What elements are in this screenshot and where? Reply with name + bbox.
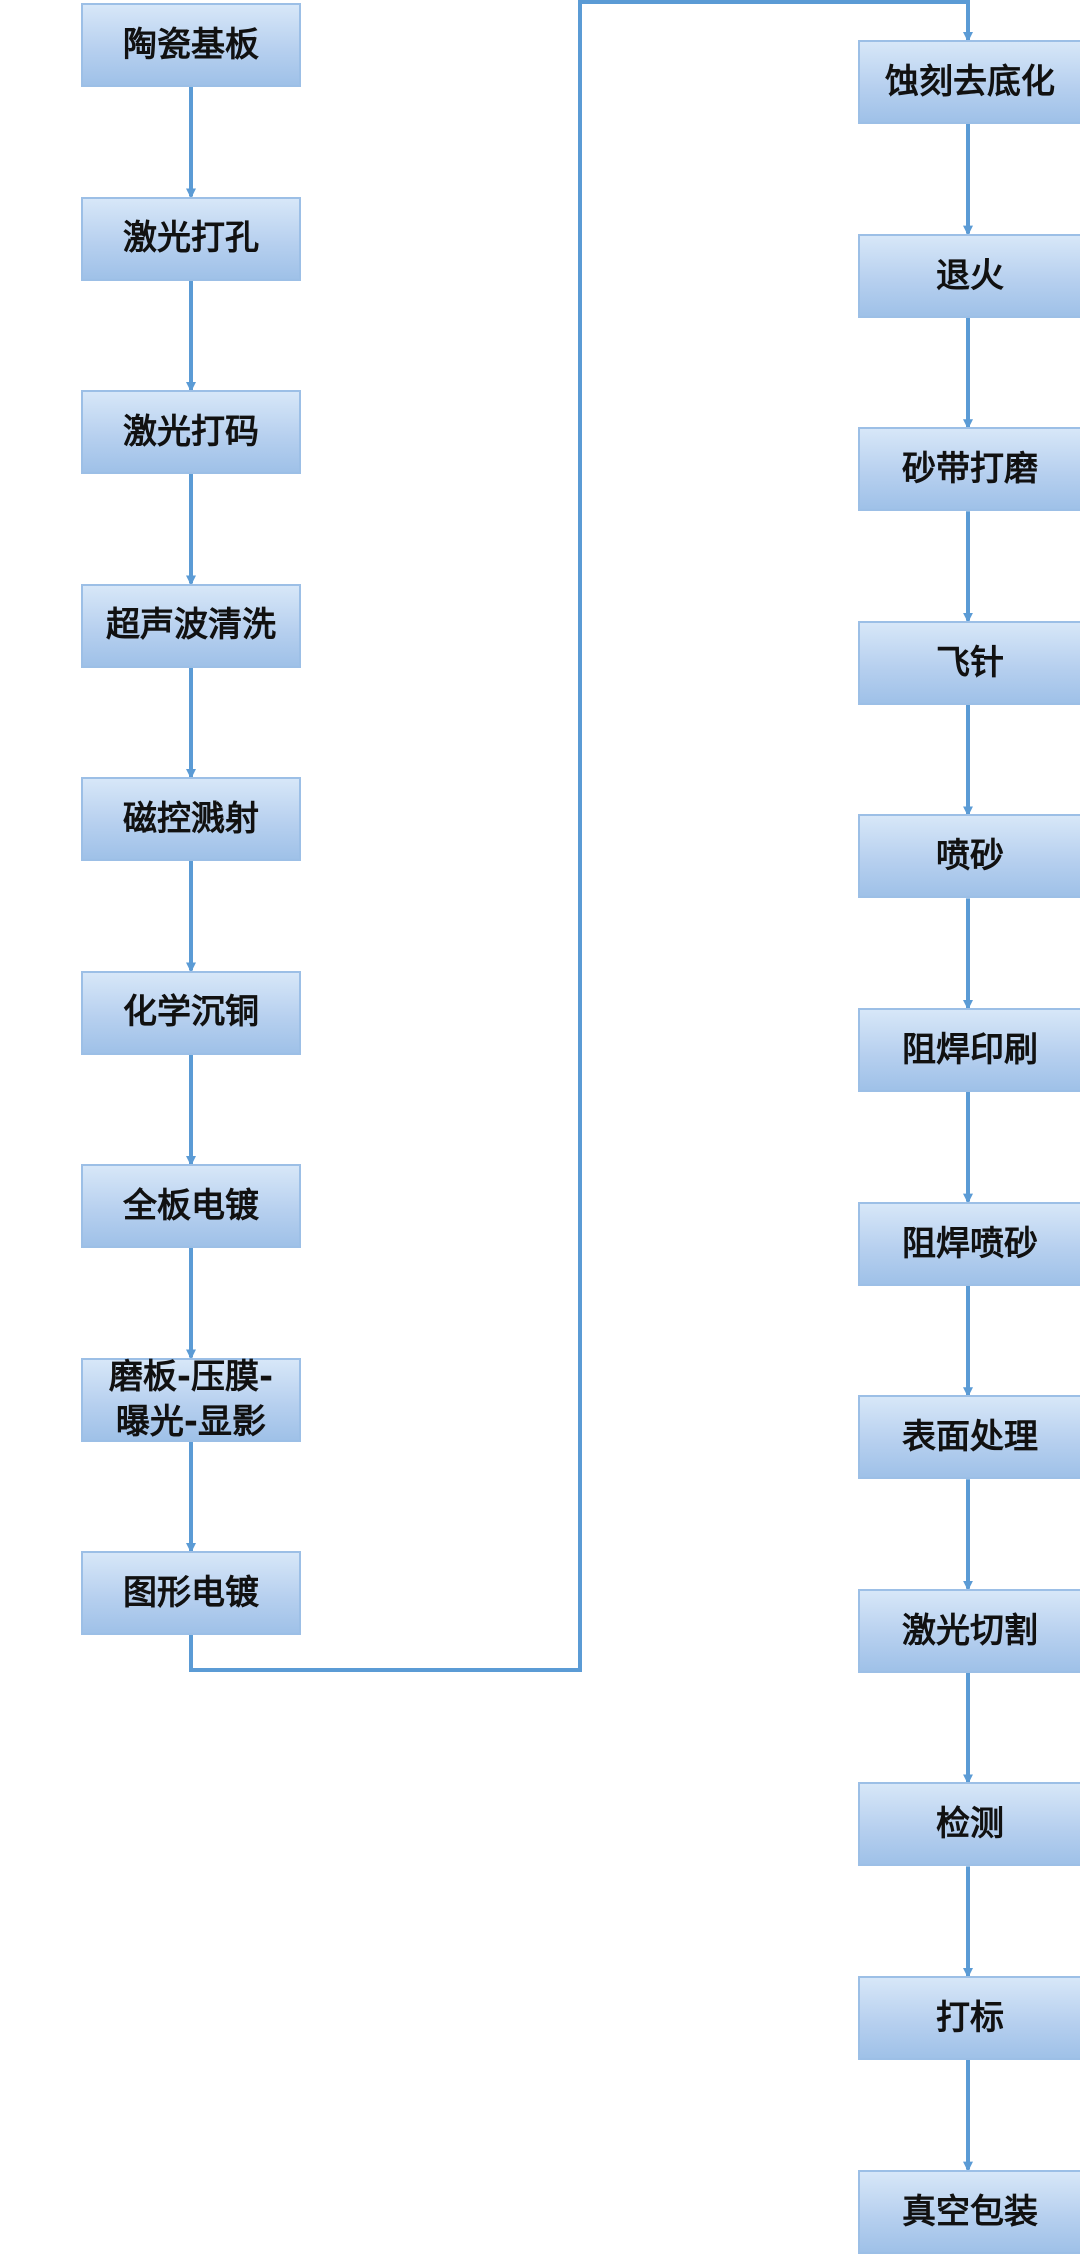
step-panel-plating: 全板电镀	[81, 1164, 301, 1248]
step-solder-mask-printing: 阻焊印刷	[858, 1008, 1080, 1092]
step-vacuum-packaging: 真空包装	[858, 2169, 1080, 2254]
step-laser-cutting: 激光切割	[858, 1588, 1080, 1673]
step-sandblasting: 喷砂	[858, 814, 1080, 899]
step-flying-probe: 飞针	[858, 620, 1080, 705]
step-pattern-plating: 图形电镀	[81, 1551, 301, 1635]
step-solder-mask-sandblasting: 阻焊喷砂	[858, 1201, 1080, 1286]
step-labeling: 打标	[858, 1976, 1080, 2060]
step-belt-sanding: 砂带打磨	[858, 427, 1080, 512]
step-surface-treatment: 表面处理	[858, 1395, 1080, 1480]
step-grind-laminate-expose-develop: 磨板-压膜- 曝光-显影	[81, 1357, 301, 1442]
step-electroless-copper: 化学沉铜	[81, 970, 301, 1055]
step-inspection: 检测	[858, 1782, 1080, 1867]
step-laser-drilling: 激光打孔	[81, 196, 301, 281]
column-link-connector	[189, 0, 973, 1672]
step-magnetron-sputtering: 磁控溅射	[81, 777, 301, 861]
step-etch-strip: 蚀刻去底化	[858, 40, 1080, 124]
step-ceramic-substrate: 陶瓷基板	[81, 3, 301, 87]
step-annealing: 退火	[858, 233, 1080, 318]
step-laser-marking: 激光打码	[81, 390, 301, 474]
step-ultrasonic-cleaning: 超声波清洗	[81, 583, 301, 668]
